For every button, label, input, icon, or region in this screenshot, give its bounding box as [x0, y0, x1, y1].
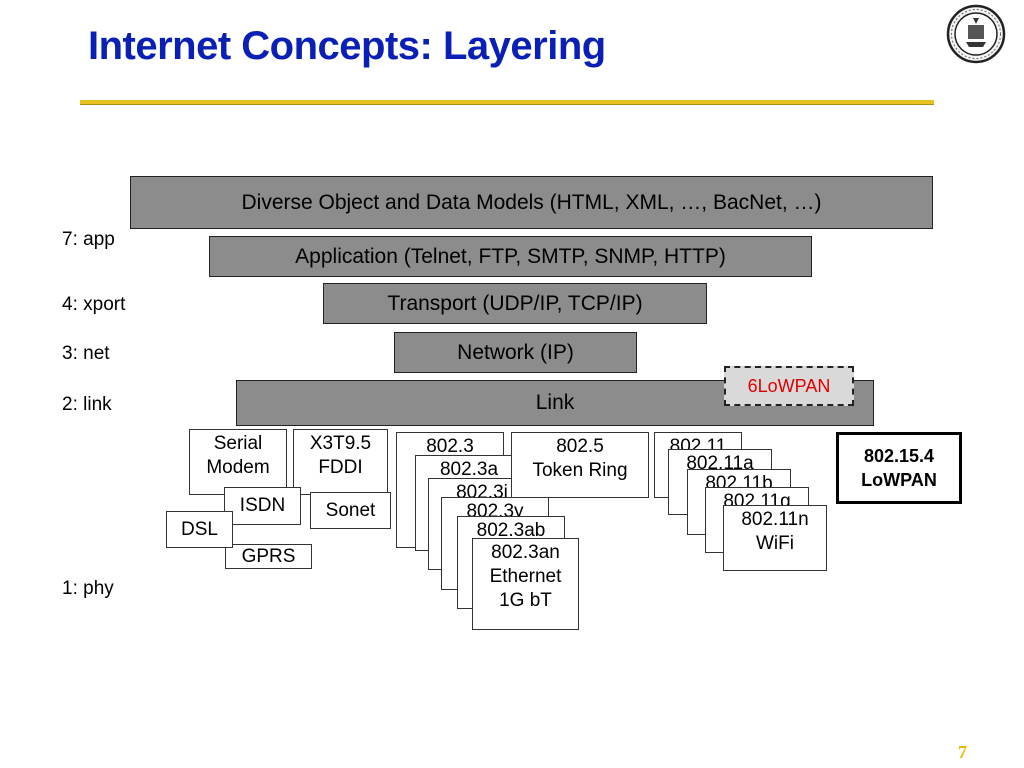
title-underline: [80, 100, 934, 105]
dsl-box: DSL: [166, 511, 233, 548]
transport-band: Transport (UDP/IP, TCP/IP): [323, 283, 707, 324]
data-models-band: Diverse Object and Data Models (HTML, XM…: [130, 176, 933, 229]
network-band: Network (IP): [394, 332, 637, 373]
layer-label-app: 7: app: [62, 229, 115, 250]
application-band: Application (Telnet, FTP, SMTP, SNMP, HT…: [209, 236, 812, 277]
page-title: Internet Concepts: Layering: [88, 24, 606, 68]
wifi-802-11n-box: 802.11n WiFi: [723, 505, 827, 571]
layer-label-net: 3: net: [62, 343, 110, 364]
serial-modem-box: Serial Modem: [189, 429, 287, 495]
ethernet-802-3an-box: 802.3an Ethernet 1G bT: [472, 538, 579, 630]
lowpan-802-15-4-box: 802.15.4 LoWPAN: [836, 432, 962, 504]
fddi-box: X3T9.5 FDDI: [293, 429, 388, 495]
layer-label-xport: 4: xport: [62, 294, 126, 315]
gprs-box: GPRS: [225, 544, 312, 569]
layer-label-phy: 1: phy: [62, 578, 114, 599]
layer-label-link: 2: link: [62, 394, 112, 415]
sonet-box: Sonet: [310, 492, 391, 529]
token-ring-box: 802.5 Token Ring: [511, 432, 649, 498]
sixlowpan-box: 6LoWPAN: [724, 366, 854, 406]
university-seal-icon: [946, 4, 1006, 64]
isdn-box: ISDN: [224, 487, 301, 525]
page-number: 7: [958, 742, 967, 762]
